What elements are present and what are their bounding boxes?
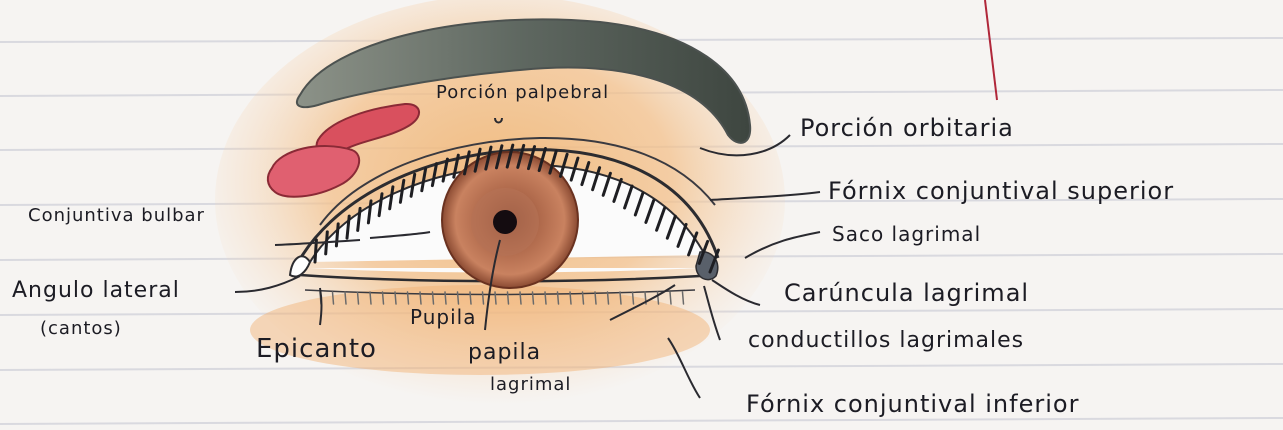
label-fornix-inferior: Fórnix conjuntival inferior xyxy=(746,390,1079,418)
lower-eyelash xyxy=(670,292,671,304)
label-saco-lagrimal: Saco lagrimal xyxy=(832,222,981,246)
lower-eyelash xyxy=(408,292,409,304)
lower-eyelash xyxy=(395,292,396,304)
label-conductillos: conductillos lagrimales xyxy=(748,328,1024,353)
label-lagrimal: lagrimal xyxy=(490,374,571,395)
lower-eyelash xyxy=(545,292,546,304)
lower-eyelash xyxy=(533,292,534,304)
lower-eyelash xyxy=(383,292,384,304)
lower-eyelash xyxy=(495,292,496,304)
eyelash xyxy=(336,224,338,246)
lower-eyelash xyxy=(333,292,334,304)
lower-eyelash xyxy=(345,292,346,304)
lower-eyelash xyxy=(583,292,584,304)
label-papila: papila xyxy=(468,340,541,365)
label-porcion-palpebral: Porción palpebral xyxy=(436,82,609,103)
lower-eyelash xyxy=(470,292,471,304)
lower-eyelash xyxy=(445,292,446,304)
label-fornix-superior: Fórnix conjuntival superior xyxy=(828,177,1174,205)
lower-eyelash xyxy=(433,292,434,304)
label-cantos: (cantos) xyxy=(40,318,122,339)
lower-eyelash xyxy=(570,292,571,304)
lower-eyelash xyxy=(633,292,634,304)
label-angulo-lateral: Angulo lateral xyxy=(12,278,180,303)
lower-eyelash xyxy=(520,292,521,304)
lower-eyelash xyxy=(683,292,684,304)
lower-eyelash xyxy=(420,292,421,304)
lower-eyelash xyxy=(458,292,459,304)
lower-eyelash xyxy=(483,292,484,304)
lower-eyelash xyxy=(608,292,609,304)
label-conjuntiva-bulbar: Conjuntiva bulbar xyxy=(28,205,205,226)
lower-eyelash xyxy=(620,292,621,304)
lower-eyelash xyxy=(370,292,371,304)
lower-eyelash xyxy=(358,292,359,304)
label-epicanto: Epicanto xyxy=(256,334,377,364)
margin-line xyxy=(985,0,997,100)
label-porcion-orbitaria: Porción orbitaria xyxy=(800,114,1014,142)
lower-eyelash xyxy=(508,292,509,304)
lower-eyelash xyxy=(595,292,596,304)
lower-eyelash xyxy=(558,292,559,304)
label-pupila: Pupila xyxy=(410,305,476,329)
label-caruncula: Carúncula lagrimal xyxy=(784,279,1029,307)
